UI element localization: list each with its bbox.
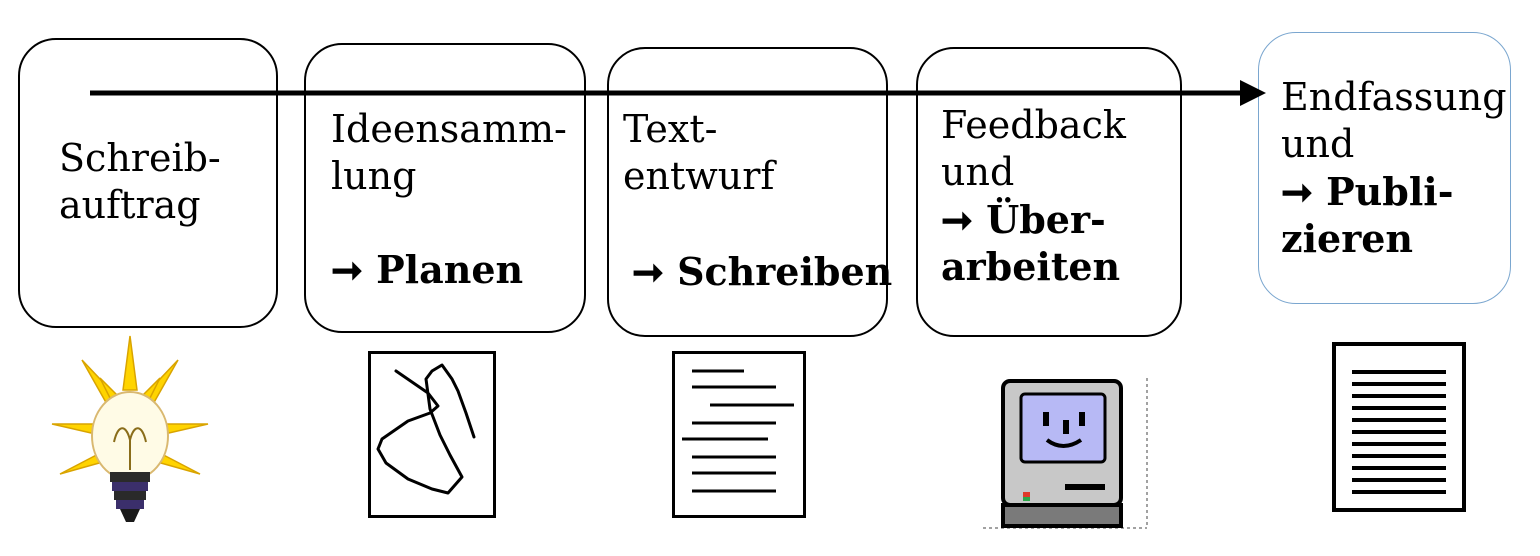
light-bulb-icon bbox=[51, 335, 209, 522]
happy-computer-icon bbox=[983, 378, 1148, 529]
step-3-label-line-1: Text- bbox=[623, 107, 718, 151]
step-2-action-planen: ➞ Planen bbox=[331, 247, 524, 292]
step-2-label-line-2: lung bbox=[331, 154, 417, 198]
step-box-assignment bbox=[18, 38, 278, 328]
step-4-action-line-2: arbeiten bbox=[941, 244, 1121, 289]
finished-document-icon bbox=[1332, 342, 1466, 512]
draft-document-icon bbox=[672, 351, 806, 518]
scribble-sketch-icon bbox=[368, 351, 496, 518]
step-4-label-line-1: Feedback bbox=[941, 103, 1126, 147]
step-4-action-line-1: ➞ Über- bbox=[941, 197, 1106, 242]
step-5-label-line-2: und bbox=[1281, 122, 1355, 166]
step-5-action-line-1: ➞ Publi- bbox=[1281, 169, 1454, 214]
step-2-label-line-1: Ideensamm- bbox=[331, 107, 567, 151]
step-3-label-line-2: entwurf bbox=[623, 154, 775, 198]
step-box-final-version bbox=[1258, 32, 1511, 304]
step-5-action-line-2: zieren bbox=[1281, 216, 1414, 261]
step-4-label-line-2: und bbox=[941, 150, 1015, 194]
step-1-label-line-1: Schreib- bbox=[59, 136, 221, 180]
step-3-action-schreiben: ➞ Schreiben bbox=[632, 249, 893, 294]
step-1-label-line-2: auftrag bbox=[59, 183, 201, 227]
step-5-label-line-1: Endfassung bbox=[1281, 75, 1507, 119]
